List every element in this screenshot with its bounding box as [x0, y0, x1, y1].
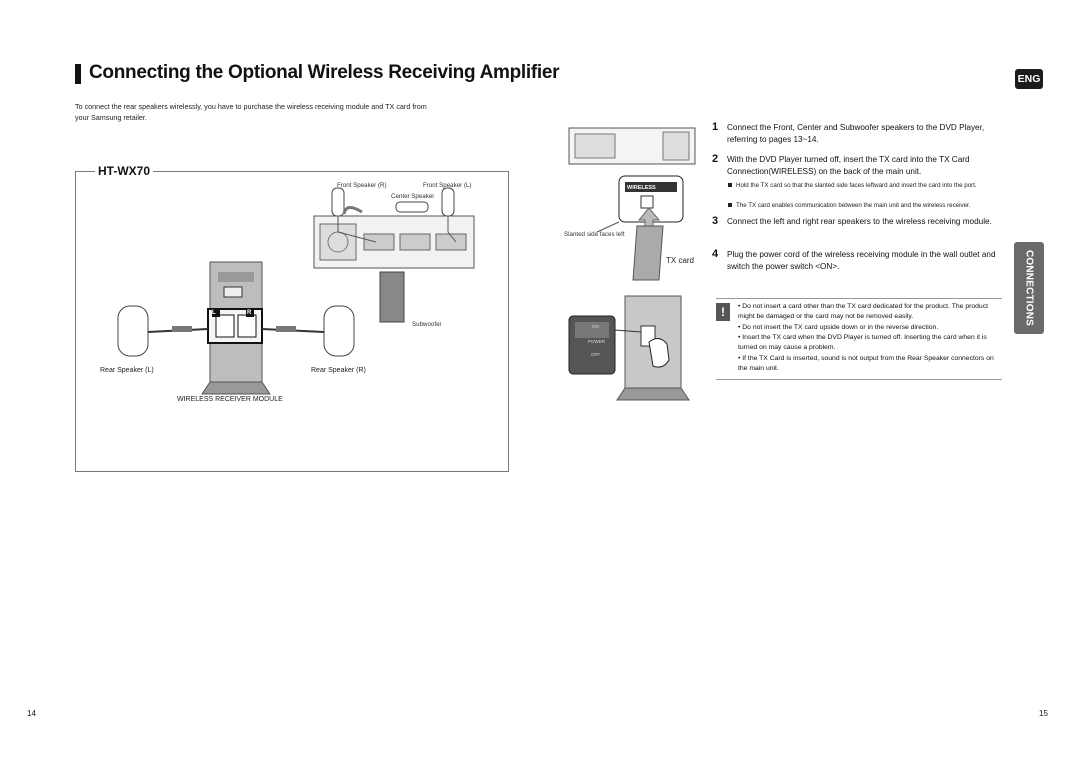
- label-center-speaker: Center Speaker: [391, 193, 435, 200]
- section-tab: CONNECTIONS: [1014, 242, 1044, 334]
- page-title: Connecting the Optional Wireless Receivi…: [89, 62, 560, 83]
- language-badge: ENG: [1015, 69, 1043, 89]
- step-number: 1: [712, 121, 719, 133]
- label-wireless-receiver-module: WIRELESS RECEIVER MODULE: [177, 396, 283, 403]
- connection-diagram: [117, 187, 475, 395]
- step-3: 3 Connect the left and right rear speake…: [712, 215, 1004, 228]
- step-2: 2 With the DVD Player turned off, insert…: [712, 153, 1004, 178]
- tx-card-figure: [568, 127, 696, 401]
- bullet-square-icon: [728, 203, 732, 207]
- switch-off-label: OFF: [591, 352, 600, 357]
- step-text: Connect the Front, Center and Subwoofer …: [727, 123, 985, 144]
- rear-speaker-l-shape: [117, 305, 149, 357]
- step-4: 4 Plug the power cord of the wireless re…: [712, 248, 1004, 273]
- switch-on-label: ON: [592, 324, 599, 329]
- label-rear-speaker-l: Rear Speaker (L): [100, 367, 154, 374]
- center-speaker-shape: [395, 201, 429, 213]
- label-front-speaker-l: Front Speaker (L): [423, 182, 472, 189]
- label-slanted-side: Slanted side faces left: [564, 231, 625, 238]
- label-front-speaker-r: Front Speaker (R): [337, 182, 387, 189]
- note-2: • Do not insert the TX card upside down …: [738, 324, 939, 331]
- switch-power-label: POWER: [588, 339, 606, 344]
- step-text: With the DVD Player turned off, insert t…: [727, 155, 970, 176]
- note-4: • If the TX Card is inserted, sound is n…: [738, 355, 994, 372]
- note-3: • Insert the TX card when the DVD Player…: [738, 334, 987, 351]
- sub-note-2: The TX card enables communication betwee…: [728, 201, 1008, 210]
- warning-icon: !: [716, 303, 730, 321]
- step-1: 1 Connect the Front, Center and Subwoofe…: [712, 121, 1004, 146]
- wireless-slot-label: WIRELESS: [627, 185, 656, 191]
- jack-r-label: R: [247, 310, 252, 316]
- rear-speaker-r-shape: [323, 305, 355, 357]
- section-tab-label: CONNECTIONS: [1023, 249, 1035, 327]
- page-number-right: 15: [1039, 709, 1048, 718]
- page-number-left: 14: [27, 709, 36, 718]
- notes-box: [716, 298, 1002, 380]
- intro-text: To connect the rear speakers wirelessly,…: [75, 102, 427, 122]
- label-subwoofer: Subwoofer: [412, 321, 442, 328]
- subwoofer-shape: [379, 271, 405, 323]
- title-bar: [75, 64, 81, 84]
- step-number: 4: [712, 248, 719, 260]
- note-1: • Do not insert a card other than the TX…: [738, 303, 988, 320]
- model-label: HT-WX70: [95, 164, 154, 178]
- label-rear-speaker-r: Rear Speaker (R): [311, 367, 366, 374]
- hand-icon: [648, 338, 670, 368]
- step-text: Connect the left and right rear speakers…: [727, 217, 992, 226]
- sub-note-1: Hold the TX card so that the slanted sid…: [728, 181, 1008, 190]
- front-speaker-r-shape: [331, 187, 345, 217]
- step-text: Plug the power cord of the wireless rece…: [727, 250, 996, 271]
- step-number: 2: [712, 153, 719, 165]
- bullet-square-icon: [728, 183, 732, 187]
- diagram-frame: [75, 171, 509, 472]
- label-tx-card: TX card: [666, 256, 695, 265]
- step-number: 3: [712, 215, 719, 227]
- tx-card-shape: [632, 225, 664, 281]
- front-speaker-l-shape: [441, 187, 455, 217]
- jack-l-label: L: [212, 310, 216, 316]
